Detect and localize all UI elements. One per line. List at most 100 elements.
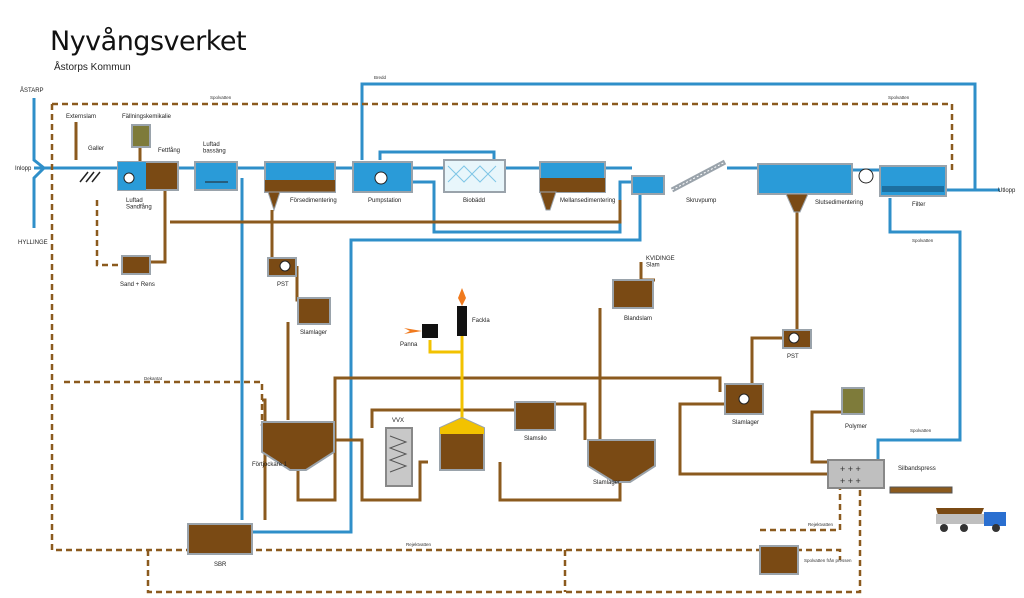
svg-text:+ + +: + + + <box>840 476 861 486</box>
label-vvx: VVX <box>392 418 404 424</box>
return-water-line-2 <box>252 195 642 534</box>
recirc-biobadd-line <box>378 150 496 160</box>
dashed-lines <box>50 102 954 594</box>
vvx-unit <box>385 427 413 487</box>
polymer-line <box>810 410 852 464</box>
press-conveyor <box>889 486 953 494</box>
filter-unit <box>858 165 947 197</box>
rejekt-line-3 <box>760 488 842 532</box>
return-water-line <box>412 180 632 234</box>
rotkammare-tank <box>439 416 485 471</box>
rejekt-line <box>146 488 862 594</box>
label-skruvpump: Skruvpump <box>686 198 717 204</box>
label-slamlager-east: Slamlager <box>732 420 759 426</box>
fackla-unit <box>457 288 467 336</box>
rejekt-tank <box>759 545 799 575</box>
label-rejektvatten-right: Rejektvatten <box>808 522 834 527</box>
label-dekantat: Dekantat <box>144 376 163 381</box>
truck-icon <box>936 508 1006 532</box>
label-fortjockare: Förtjockare 1 <box>252 462 288 468</box>
return-slam-line <box>170 200 622 224</box>
polymer-tank <box>841 387 865 415</box>
pst-east <box>782 329 812 349</box>
sbr-tank <box>187 523 253 555</box>
label-pumpstation: Pumpstation <box>368 198 401 204</box>
label-pst-east: PST <box>787 354 799 360</box>
inflow-hyllinge-line <box>32 166 46 228</box>
label-fackla: Fackla <box>472 318 490 324</box>
label-inlopp: Inlopp <box>15 166 32 172</box>
panna-flame-icon <box>404 328 422 334</box>
label-slamlager-central: Slamlager <box>593 480 620 486</box>
label-spolvatten-press: Spolvatten <box>910 428 932 433</box>
fallningskemikalie-tank <box>131 124 151 148</box>
label-spolvatten-top-right: Spolvatten <box>888 95 910 100</box>
label-hyllinge: HYLLINGE <box>18 240 48 246</box>
panna-unit <box>404 324 438 338</box>
spolvatten-left-line <box>50 104 842 560</box>
fackla-flame-icon <box>458 288 466 306</box>
slamlager-west <box>297 297 331 325</box>
label-sbr: SBR <box>214 562 227 568</box>
label-pst-west: PST <box>277 282 289 288</box>
slamlager-east <box>724 383 764 415</box>
label-fallningskemikalie: Fällningskemikalie <box>122 114 172 120</box>
page-subtitle: Åstorps Kommun <box>54 62 131 73</box>
label-spolvatten-top-left: Spolvatten <box>210 95 232 100</box>
label-panna: Panna <box>400 342 418 348</box>
label-slamsilo: Slamsilo <box>524 436 547 442</box>
sand-rens-container <box>121 255 151 275</box>
mellansedimentering-tank <box>539 161 606 211</box>
label-galler: Galler <box>88 146 104 152</box>
line-labels: Bredd Spolvatten Spolvatten Spolvatten S… <box>144 75 934 563</box>
label-slutsedimentering: Slutsedimentering <box>815 200 863 206</box>
label-mellansedimentering: Mellansedimentering <box>560 198 615 204</box>
inflow-astarp-line <box>32 98 45 170</box>
label-astarp: ÅSTARP <box>20 87 44 94</box>
label-blandslam: Blandslam <box>624 316 652 322</box>
label-sand-rens: Sand + Rens <box>120 282 155 288</box>
label-biobadd: Biobädd <box>463 198 485 204</box>
forsedimentering-tank <box>264 161 336 212</box>
blandslam-tank <box>612 279 654 309</box>
label-silbandspress: Silbandspress <box>898 466 936 472</box>
dekantat-line <box>64 380 264 426</box>
luftad-bassang <box>194 161 238 191</box>
fortj-to-vvx-line <box>330 438 428 502</box>
label-filter: Filter <box>912 202 925 208</box>
pst-to-slamlager-line <box>295 266 303 302</box>
fortjockare-tank <box>261 421 335 471</box>
sand-dash-line <box>95 200 120 267</box>
pst-west <box>267 257 297 277</box>
label-polymer: Polymer <box>845 424 867 430</box>
slamsilo-tank <box>514 401 556 431</box>
slamlager-east-line <box>678 402 828 476</box>
gas-lines <box>428 336 464 420</box>
sand-line <box>150 190 167 264</box>
slamlager-central <box>587 439 656 483</box>
label-bredd: Bredd <box>374 75 387 80</box>
skruvpump <box>631 159 727 195</box>
vvx-return-line <box>370 408 520 428</box>
pst-east-line <box>750 336 784 384</box>
gas-line-panna <box>428 340 462 354</box>
filter-spolvatten-line <box>876 198 962 460</box>
page-title: Nyvångsverket <box>50 26 247 57</box>
label-externslam: Externslam <box>66 114 96 120</box>
label-rejektvatten-bottom: Rejektvatten <box>406 542 432 547</box>
slutsedimentering-tank <box>757 163 853 213</box>
label-spolvatten-filter: Spolvatten <box>912 238 934 243</box>
rotkammare-loop-line <box>498 462 622 502</box>
biobadd-tank <box>443 159 506 193</box>
galler-symbol <box>79 171 101 183</box>
label-utlopp: Utlopp <box>998 188 1016 194</box>
slamsilo-line <box>555 402 587 440</box>
svg-text:+ + +: + + + <box>840 464 861 474</box>
label-fettfang: Fettfång <box>158 147 180 154</box>
diagram-labels: ÅSTARP HYLLINGE Inlopp Utlopp Externslam… <box>15 87 1016 568</box>
spolvatten-top-line <box>52 102 954 172</box>
